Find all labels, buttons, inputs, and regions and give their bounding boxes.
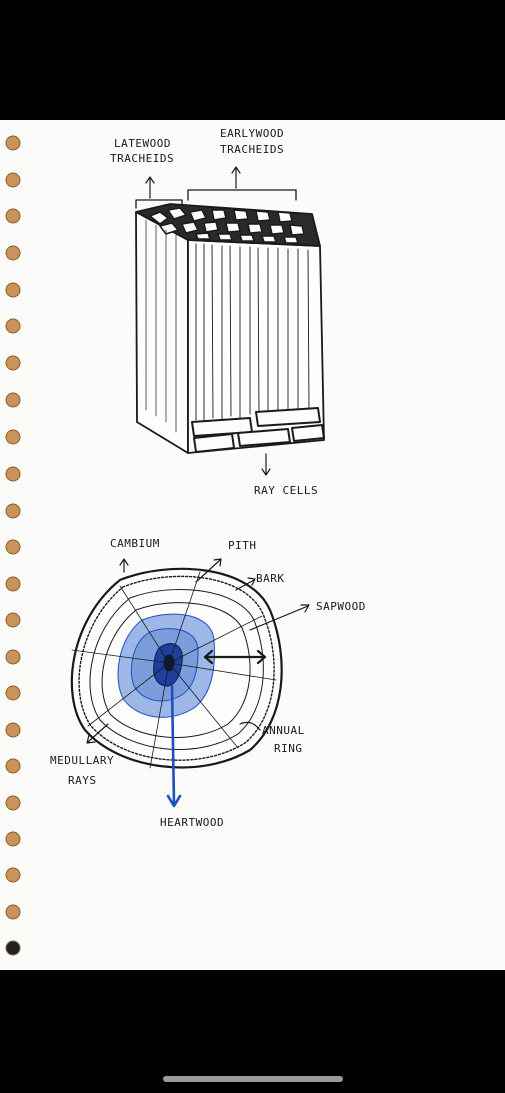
binder-hole [5,282,21,298]
bark-hatching [78,575,275,761]
ray-cells [191,407,325,453]
tracheid-cells [149,207,305,244]
growth-ring [101,602,251,738]
medullary-label-line1: MEDULLARY [50,754,114,767]
sapwood-width-arrow [203,649,267,665]
block-left-face [135,211,189,454]
left-face-lines [145,219,177,433]
tracheid-lines [195,243,310,423]
binder-hole [5,795,21,811]
ray-cells-label: RAY CELLS [254,484,318,497]
cambium-arrow [119,558,129,573]
binder-hole [5,172,21,188]
notebook-page: LATEWOOD TRACHEIDS EARLYWOOD TRACHEIDS R… [0,120,505,970]
wood-block-diagram [135,166,325,476]
earlywood-label-line2: TRACHEIDS [220,143,284,156]
bottom-bar-area [0,970,505,1093]
sapwood-label: SAPWOOD [316,600,366,613]
growth-ring [89,589,264,750]
binder-hole [5,245,21,261]
pith-label: PITH [228,539,257,552]
cambium-label: CAMBIUM [110,537,160,550]
ray-cells-arrow [261,453,271,476]
latewood-arrow [145,176,155,199]
binder-hole [5,940,21,956]
latewood-label-line2: TRACHEIDS [110,152,174,165]
heartwood-label: HEARTWOOD [160,816,224,829]
annual-ring-arrow [239,721,261,731]
binder-hole [5,466,21,482]
heartwood-arrow [166,684,182,808]
binder-hole [5,867,21,883]
binder-hole [5,539,21,555]
medullary-rays [71,571,277,769]
trunk-cross-section [70,558,310,808]
binder-hole [5,392,21,408]
status-bar-area [0,0,505,120]
medullary-rays-arrow [86,723,109,744]
binder-hole [5,612,21,628]
binder-hole [5,429,21,445]
binder-hole [5,685,21,701]
binder-hole [5,722,21,738]
binder-hole [5,758,21,774]
binder-hole [5,318,21,334]
binder-hole [5,904,21,920]
annual-ring-label-line1: ANNUAL [262,724,305,737]
binder-holes [5,135,21,956]
latewood-label-line1: LATEWOOD [114,137,171,150]
medullary-label-line2: RAYS [68,774,97,787]
earlywood-label-line1: EARLYWOOD [220,127,284,140]
binder-hole [5,576,21,592]
diagram-canvas: LATEWOOD TRACHEIDS EARLYWOOD TRACHEIDS R… [5,127,366,956]
home-indicator[interactable] [163,1076,343,1082]
bark-arrow [235,577,256,591]
earlywood-arrow [231,166,241,189]
binder-hole [5,355,21,371]
pith-arrow [195,558,222,583]
binder-hole [5,649,21,665]
binder-hole [5,208,21,224]
binder-hole [5,135,21,151]
bark-label: BARK [256,572,285,585]
earlywood-bracket [187,189,297,201]
binder-hole [5,831,21,847]
binder-hole [5,503,21,519]
annual-ring-label-line2: RING [274,742,303,755]
sapwood-arrow [249,604,310,631]
